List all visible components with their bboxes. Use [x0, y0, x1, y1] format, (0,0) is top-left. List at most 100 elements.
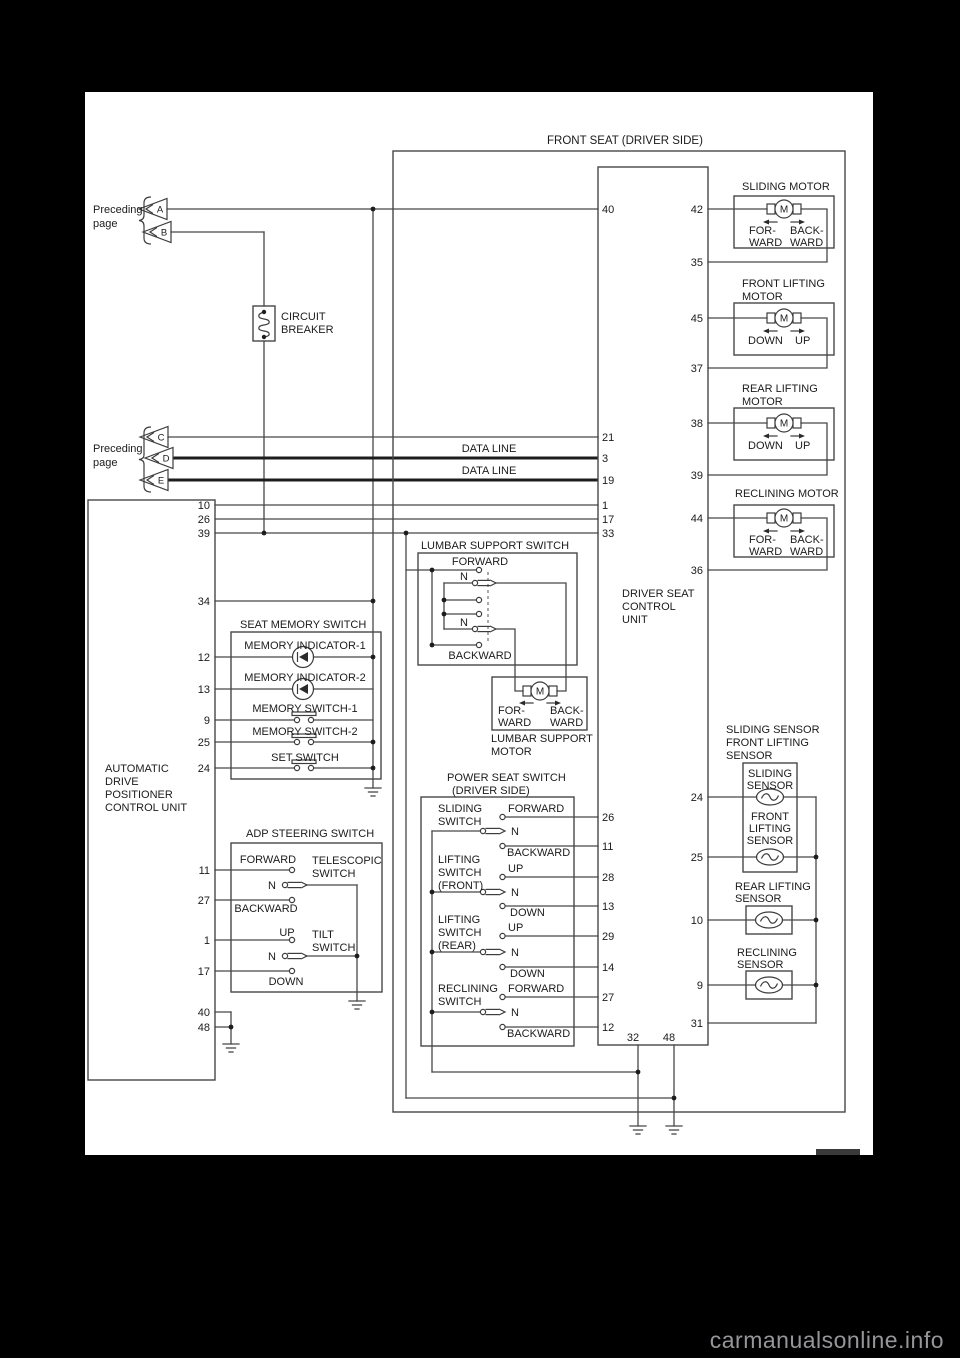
box-title: ADP STEERING SWITCH [246, 828, 374, 840]
pin-label: 44 [691, 513, 703, 525]
direction-label: DOWN [748, 440, 783, 452]
direction-label: UP [795, 440, 810, 452]
adp-control-unit-box [87, 499, 216, 1081]
group-label: SWITCH [438, 867, 481, 879]
connector-c-icon [138, 425, 169, 449]
sensor-icons [754, 788, 785, 994]
box-title: REAR LIFTING [742, 383, 818, 395]
component-label: SENSOR [747, 780, 794, 792]
preceding-label: page [93, 457, 117, 469]
pin-label: 36 [691, 565, 703, 577]
pin-label: 13 [198, 684, 210, 696]
box-title: SLIDING MOTOR [742, 181, 830, 193]
pin-label: 3 [602, 453, 608, 465]
direction-label: BACK- [790, 225, 824, 237]
lumbar-motor-icon [519, 681, 561, 706]
diagram-title: FRONT SEAT (DRIVER SIDE) [547, 135, 703, 147]
circuit-breaker-icon [252, 305, 276, 342]
connector-b-label: B [161, 228, 167, 239]
ground-icon [222, 1043, 240, 1053]
direction-label: WARD [790, 237, 823, 249]
pin-label: 27 [198, 895, 210, 907]
pin-label: 19 [602, 475, 614, 487]
ground-icon [629, 1125, 647, 1135]
ground-icon [348, 1000, 366, 1010]
lumbar-motor-labels: M FOR- WARD BACK- WARD LUMBAR SUPPORT MO… [491, 687, 593, 759]
direction-label: FOR- [749, 534, 776, 546]
row-label: UP [508, 922, 523, 934]
pin-label: 42 [691, 204, 703, 216]
pin-label: 1 [602, 500, 608, 512]
led-indicator-icons [291, 645, 315, 701]
group-label: SWITCH [438, 816, 481, 828]
adp-pin-labels: 10 26 39 34 12 13 9 25 24 11 27 1 17 40 … [198, 500, 210, 1034]
power-seat-switch-box [420, 796, 575, 1047]
switch-contacts [288, 566, 506, 1031]
seat-memory-switch-labels: SEAT MEMORY SWITCH MEMORY INDICATOR-1 ME… [240, 619, 366, 764]
pin-label: 10 [198, 500, 210, 512]
direction-label: BACK- [790, 534, 824, 546]
svg-text:DRIVE: DRIVE [105, 776, 139, 788]
data-line-label: DATA LINE [462, 443, 517, 455]
box-title: MOTOR [742, 396, 783, 408]
pin-label: 40 [602, 204, 614, 216]
component-label: TILT [312, 929, 334, 941]
paper [85, 92, 873, 1155]
component-label: MEMORY INDICATOR-2 [244, 672, 365, 684]
connector-b-icon [141, 220, 172, 244]
group-label: (FRONT) [438, 880, 483, 892]
sensor-labels: SLIDING SENSOR FRONT LIFTING SENSOR SLID… [726, 724, 820, 971]
component-label: LIFTING [749, 823, 791, 835]
junction-dots [228, 206, 819, 1101]
pushbutton-bar-icon [291, 733, 317, 739]
component-label: MOTOR [491, 746, 532, 758]
dscu-right-pin-labels: 42 35 45 37 38 39 44 36 24 25 10 9 31 [691, 204, 703, 1030]
motor-m-label: M [780, 205, 788, 216]
direction-label: DOWN [748, 335, 783, 347]
direction-label: WARD [749, 237, 782, 249]
row-label: FORWARD [240, 854, 296, 866]
group-label: FRONT LIFTING [726, 737, 809, 749]
pin-label: 11 [602, 841, 613, 853]
pushbutton-bar-icon [291, 711, 317, 717]
reclining-sensor-icon [754, 976, 784, 994]
row-label: FORWARD [508, 803, 564, 815]
svg-text:BREAKER: BREAKER [281, 324, 334, 336]
box-title: (DRIVER SIDE) [452, 785, 530, 797]
rear-lifting-motor-icon [763, 413, 805, 439]
component-label: FRONT [751, 811, 789, 823]
row-label: BACKWARD [234, 903, 297, 915]
pin-label: 11 [199, 865, 210, 877]
svg-text:CONTROL UNIT: CONTROL UNIT [105, 802, 187, 814]
driver-seat-control-unit-box [597, 166, 709, 1046]
pin-label: 48 [663, 1032, 675, 1044]
row-label: DOWN [510, 907, 545, 919]
pin-label: 24 [691, 792, 703, 804]
pin-label: 29 [602, 931, 614, 943]
direction-label: FOR- [749, 225, 776, 237]
pin-label: 37 [691, 363, 703, 375]
ground-icons [222, 787, 683, 1135]
pin-label: 21 [602, 432, 614, 444]
component-label: SWITCH [312, 868, 355, 880]
row-label: N [511, 826, 519, 838]
preceding-page-mid: Preceding page C D E [93, 433, 170, 487]
pin-label: 38 [691, 418, 703, 430]
row-label: BACKWARD [448, 650, 511, 662]
rear-lifting-motor-box [733, 407, 835, 461]
ground-icon [364, 787, 382, 797]
adp-steering-switch-box [230, 842, 383, 993]
pin-label: 26 [198, 514, 210, 526]
box-title: LUMBAR SUPPORT SWITCH [421, 540, 569, 552]
component-label: MEMORY INDICATOR-1 [244, 640, 365, 652]
component-label: SLIDING [748, 768, 792, 780]
connector-symbols [137, 196, 174, 493]
row-label: UP [508, 863, 523, 875]
connector-d-label: D [163, 454, 170, 465]
motor-m-label: M [780, 314, 788, 325]
seat-memory-switch-box [230, 631, 382, 780]
pin-label: 32 [627, 1032, 639, 1044]
group-label: LIFTING [438, 854, 480, 866]
pin-label: 10 [691, 915, 703, 927]
